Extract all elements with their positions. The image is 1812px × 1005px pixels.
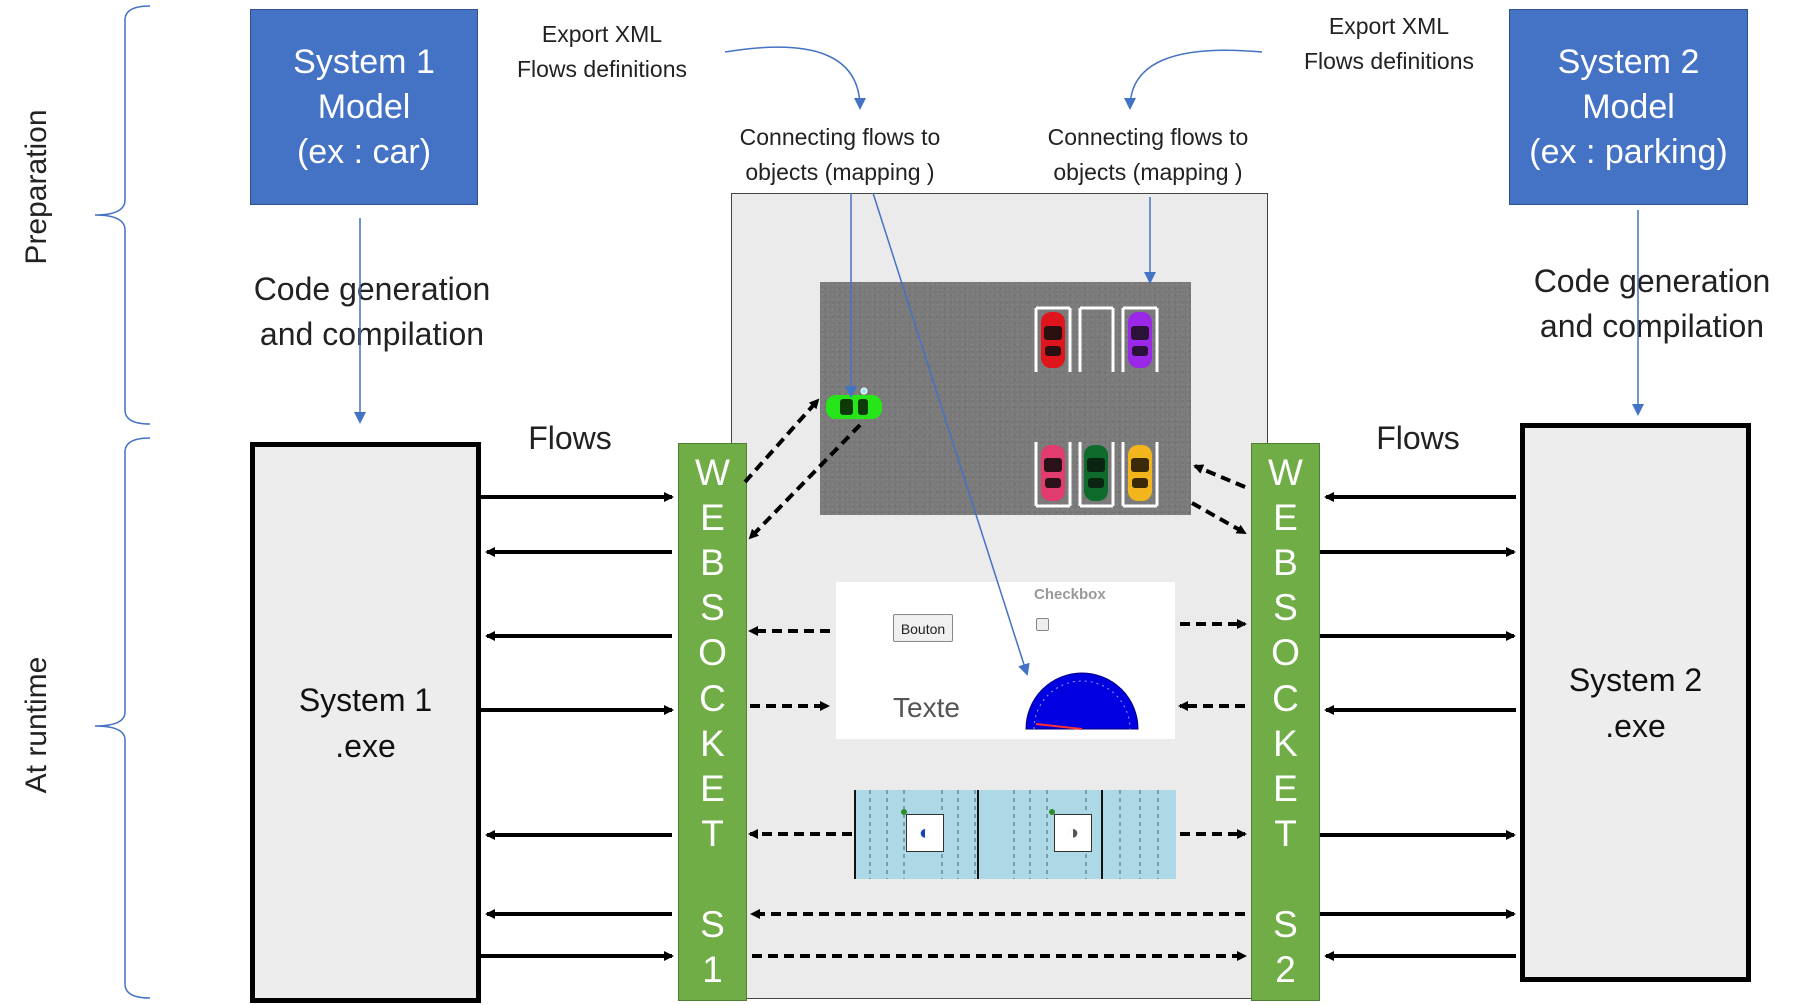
code-generation-left-line1: Code generation <box>253 271 491 307</box>
ws1-letter: O <box>698 632 727 673</box>
flows-left-label: Flows <box>528 420 612 456</box>
ws1-letter: S <box>700 587 725 628</box>
ws1-letter: K <box>700 723 725 764</box>
websocket-s1-bar: W E B S O C K E T S 1 <box>678 443 747 1001</box>
system2-model-line1: System 2 <box>1557 42 1700 81</box>
dashed-flow-arrow <box>743 398 820 484</box>
ws2-letter: S <box>1273 904 1298 945</box>
mapping-left-gauge-line <box>872 192 1030 676</box>
fog-light-icon[interactable]: ◑ <box>1054 814 1092 852</box>
speedometer-gauge <box>1025 672 1139 730</box>
mapping-left-label: Connecting flows to objects (mapping ) <box>715 120 965 190</box>
export-xml-right-label: Export XML Flows definitions <box>1274 9 1504 79</box>
mapping-left-line1: Connecting flows to <box>739 124 941 150</box>
system2-model-line2: Model <box>1582 87 1675 126</box>
system1-model-line2: Model <box>317 87 411 126</box>
code-generation-right-line1: Code generation <box>1533 263 1771 299</box>
system1-exe-line2: .exe <box>335 727 396 764</box>
ws1-letter: B <box>700 542 725 583</box>
mapping-right-line1: Connecting flows to <box>1047 124 1249 150</box>
ws1-letter: W <box>695 452 730 493</box>
ws2-letter: K <box>1273 723 1298 764</box>
red-car-icon <box>1041 312 1065 368</box>
ws1-letter: 1 <box>702 949 723 990</box>
export-xml-left-label: Export XML Flows definitions <box>487 17 717 87</box>
code-generation-left-line2: and compilation <box>259 316 485 352</box>
dark-green-car-icon <box>1084 445 1108 501</box>
dashed-flow-arrow <box>1191 501 1247 535</box>
ws2-letter: 2 <box>1275 949 1296 990</box>
flows-right-label: Flows <box>1376 420 1460 456</box>
purple-car-icon <box>1128 312 1152 368</box>
bouton-button[interactable]: Bouton <box>893 614 953 642</box>
system1-exe-line1: System 1 <box>298 681 433 718</box>
export-xml-left-arrow <box>724 46 866 110</box>
system2-exe-box: System 2 .exe <box>1520 423 1751 982</box>
texte-label: Texte <box>893 692 960 723</box>
ws2-letter: E <box>1273 497 1298 538</box>
dashed-flow-arrow <box>748 423 862 540</box>
ws1-letter: E <box>700 497 725 538</box>
ws2-letter: O <box>1271 632 1300 673</box>
code-generation-left-label: Code generation and compilation <box>222 267 522 357</box>
mapping-right-line2: objects (mapping ) <box>1053 159 1243 185</box>
export-xml-right-line1: Export XML <box>1328 13 1450 39</box>
parking-lot-drawing <box>826 306 1159 508</box>
system2-model-box: System 2 Model (ex : parking) <box>1509 9 1748 205</box>
ws1-letter: S <box>700 904 725 945</box>
system1-exe-box: System 1 .exe <box>250 442 481 1003</box>
pink-car-icon <box>1041 445 1065 501</box>
ws1-letter: C <box>699 678 726 719</box>
moving-green-car-icon <box>826 387 882 419</box>
ws2-letter: W <box>1268 452 1303 493</box>
export-xml-left-line2: Flows definitions <box>516 56 688 82</box>
system2-exe-line2: .exe <box>1605 707 1666 744</box>
parking-lot <box>820 282 1191 515</box>
runtime-brace <box>94 437 151 999</box>
websocket-s2-bar: W E B S O C K E T S 2 <box>1251 443 1320 1001</box>
ws1-letter: E <box>700 768 725 809</box>
checkbox-label: Checkbox <box>1034 586 1106 603</box>
export-xml-right-line2: Flows definitions <box>1303 48 1475 74</box>
ws2-letter: T <box>1274 813 1297 854</box>
system1-model-line3: (ex : car) <box>296 132 432 171</box>
light-panel-grid <box>854 790 1159 879</box>
dashed-flow-arrow <box>1193 464 1246 489</box>
export-xml-left-line1: Export XML <box>541 21 663 47</box>
mapping-left-line2: objects (mapping ) <box>745 159 935 185</box>
system1-model-line1: System 1 <box>293 42 435 81</box>
export-xml-right-arrow <box>1124 49 1263 110</box>
code-generation-right-line2: and compilation <box>1539 308 1765 344</box>
ws2-letter: S <box>1273 587 1298 628</box>
headlight-icon[interactable]: ◐ <box>906 814 944 852</box>
checkbox-input[interactable] <box>1036 618 1049 631</box>
system1-model-box: System 1 Model (ex : car) <box>250 9 478 205</box>
system2-exe-line1: System 2 <box>1568 661 1703 698</box>
light-panel: ◐ ◑ <box>854 790 1176 879</box>
ws2-letter: B <box>1273 542 1298 583</box>
yellow-car-icon <box>1128 445 1152 501</box>
mapping-right-label: Connecting flows to objects (mapping ) <box>1023 120 1273 190</box>
code-generation-right-label: Code generation and compilation <box>1502 259 1802 349</box>
preparation-brace <box>94 5 151 425</box>
widget-panel: Bouton Checkbox Texte <box>836 582 1175 739</box>
ws2-letter: E <box>1273 768 1298 809</box>
ws2-letter: C <box>1272 678 1299 719</box>
ws1-letter: T <box>701 813 724 854</box>
system2-model-line3: (ex : parking) <box>1529 132 1728 171</box>
